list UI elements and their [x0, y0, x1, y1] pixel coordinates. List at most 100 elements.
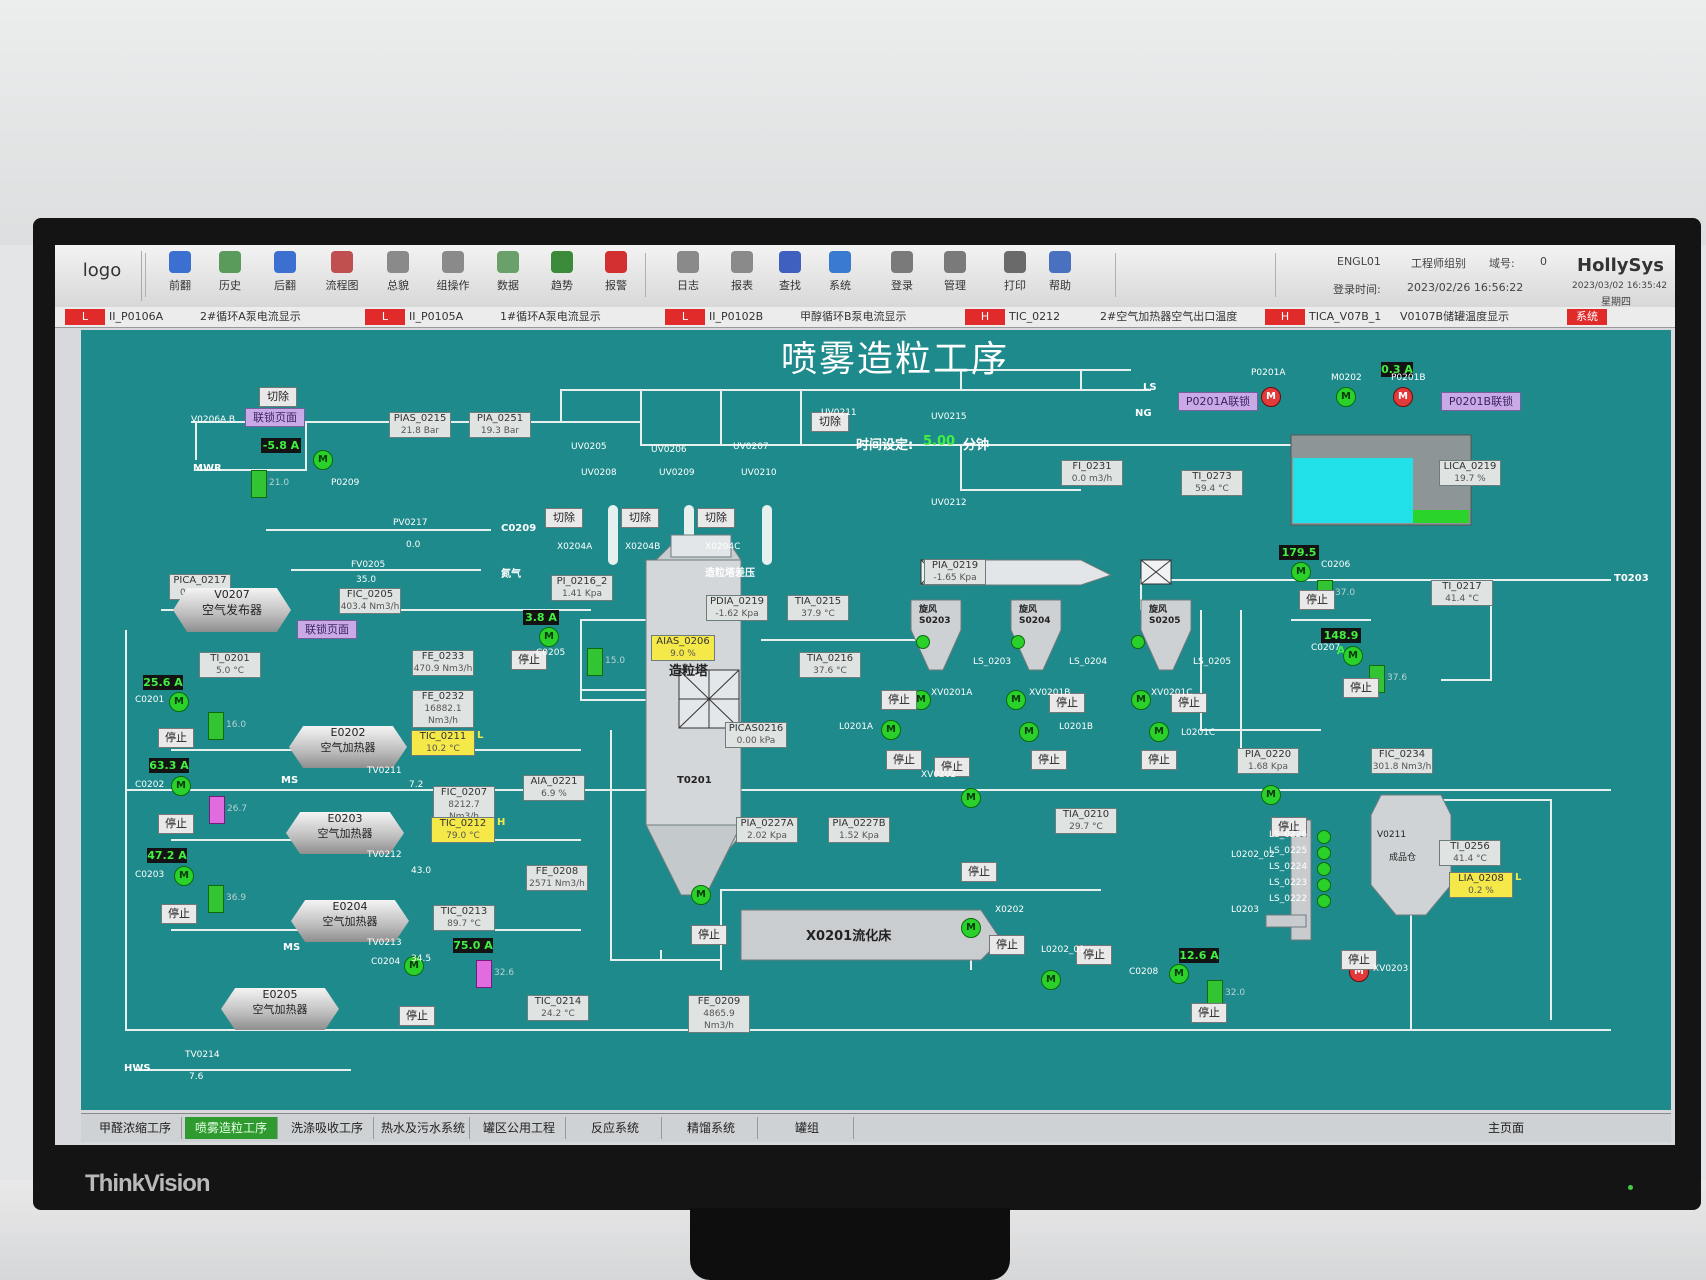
- home-button[interactable]: 主页面: [1487, 1121, 1524, 1135]
- toolbar-button-0[interactable]: 前翻: [155, 251, 205, 301]
- toolbar-button-11[interactable]: 查找: [765, 251, 815, 301]
- motor-x0201[interactable]: M: [691, 885, 711, 905]
- toolbar-button-9[interactable]: 日志: [663, 251, 713, 301]
- interlock-page-button[interactable]: 联锁页面: [245, 408, 305, 427]
- alarm-tag[interactable]: TICA_V07B_1: [1309, 310, 1382, 323]
- toolbar-button-4[interactable]: 总貌: [373, 251, 423, 301]
- stop-button[interactable]: 停止: [1076, 945, 1112, 965]
- stop-button[interactable]: 停止: [691, 925, 727, 945]
- toolbar-button-1[interactable]: 历史: [205, 251, 255, 301]
- motor-l0201b[interactable]: M: [1019, 722, 1039, 742]
- tab-7[interactable]: 罐组: [761, 1117, 854, 1139]
- cut-button[interactable]: 切除: [545, 508, 583, 528]
- motor-s0204[interactable]: M: [1006, 690, 1026, 710]
- stop-button[interactable]: 停止: [1049, 693, 1085, 713]
- motor-c0204[interactable]: M: [404, 956, 424, 976]
- toolbar-button-5[interactable]: 组操作: [428, 251, 478, 301]
- motor-c0207[interactable]: M: [1343, 646, 1363, 666]
- instrument-pia0219[interactable]: PIA_0219-1.65 Kpa: [924, 559, 986, 585]
- stop-button[interactable]: 停止: [934, 757, 970, 777]
- motor-l0201a[interactable]: M: [881, 720, 901, 740]
- stop-button[interactable]: 停止: [1031, 750, 1067, 770]
- toolbar-button-12[interactable]: 系统: [815, 251, 865, 301]
- stop-button[interactable]: 停止: [961, 862, 997, 882]
- cut-button[interactable]: 切除: [697, 508, 735, 528]
- instrument-pdia0219[interactable]: PDIA_0219-1.62 Kpa: [706, 595, 768, 621]
- stop-button[interactable]: 停止: [158, 814, 194, 834]
- motor-l0202[interactable]: M: [1041, 970, 1061, 990]
- toolbar-button-16[interactable]: 帮助: [1035, 251, 1085, 301]
- stop-button[interactable]: 停止: [1299, 590, 1335, 610]
- interlock-page-button-2[interactable]: 联锁页面: [297, 620, 357, 639]
- stop-button[interactable]: 停止: [399, 1006, 435, 1026]
- toolbar-button-6[interactable]: 数据: [483, 251, 533, 301]
- stop-button[interactable]: 停止: [1341, 950, 1377, 970]
- motor-c0205[interactable]: M: [539, 627, 559, 647]
- motor-p0201a[interactable]: M: [1261, 387, 1281, 407]
- motor-c0206[interactable]: M: [1291, 562, 1311, 582]
- motor-p0209[interactable]: M: [313, 450, 333, 470]
- motor-l0202b[interactable]: M: [1261, 785, 1281, 805]
- stop-button[interactable]: 停止: [1343, 678, 1379, 698]
- tab-0[interactable]: 甲醛浓缩工序: [89, 1117, 182, 1139]
- motor-xv0202[interactable]: M: [961, 788, 981, 808]
- toolbar-button-3[interactable]: 流程图: [317, 251, 367, 301]
- time-setting-value[interactable]: 5.00: [923, 434, 956, 449]
- stop-button[interactable]: 停止: [158, 728, 194, 748]
- stop-button[interactable]: 停止: [989, 935, 1025, 955]
- alarm-system-button[interactable]: 系统: [1567, 309, 1607, 325]
- p0201a-interlock-button[interactable]: P0201A联锁: [1178, 392, 1258, 411]
- motor-x0202[interactable]: M: [961, 918, 981, 938]
- toolbar-button-14[interactable]: 管理: [930, 251, 980, 301]
- alarm-tag[interactable]: II_P0102B: [709, 310, 764, 323]
- tab-6[interactable]: 精馏系统: [665, 1117, 758, 1139]
- stop-button[interactable]: 停止: [161, 904, 197, 924]
- alarm-tag[interactable]: TIC_0212: [1009, 310, 1061, 323]
- alarm-desc[interactable]: V0107B储罐温度显示: [1400, 310, 1510, 323]
- stop-button[interactable]: 停止: [1171, 693, 1207, 713]
- p0201b-interlock-button[interactable]: P0201B联锁: [1441, 392, 1521, 411]
- stop-button[interactable]: 停止: [1141, 750, 1177, 770]
- toolbar-button-13[interactable]: 登录: [877, 251, 927, 301]
- motor-l0201c[interactable]: M: [1149, 722, 1169, 742]
- motor-c0203[interactable]: M: [174, 866, 194, 886]
- alarm-desc[interactable]: 2#空气加热器空气出口温度: [1100, 310, 1238, 323]
- alarm-desc[interactable]: 2#循环A泵电流显示: [200, 310, 301, 323]
- tab-2[interactable]: 洗涤吸收工序: [281, 1117, 374, 1139]
- tab-4[interactable]: 罐区公用工程: [473, 1117, 566, 1139]
- stop-button[interactable]: 停止: [1191, 1003, 1227, 1023]
- motor-c0202[interactable]: M: [171, 776, 191, 796]
- stop-button[interactable]: 停止: [511, 650, 547, 670]
- motor-c0201[interactable]: M: [169, 692, 189, 712]
- stop-button[interactable]: 停止: [1271, 817, 1307, 837]
- stop-button[interactable]: 停止: [886, 750, 922, 770]
- alarm-desc[interactable]: 甲醇循环B泵电流显示: [800, 310, 907, 323]
